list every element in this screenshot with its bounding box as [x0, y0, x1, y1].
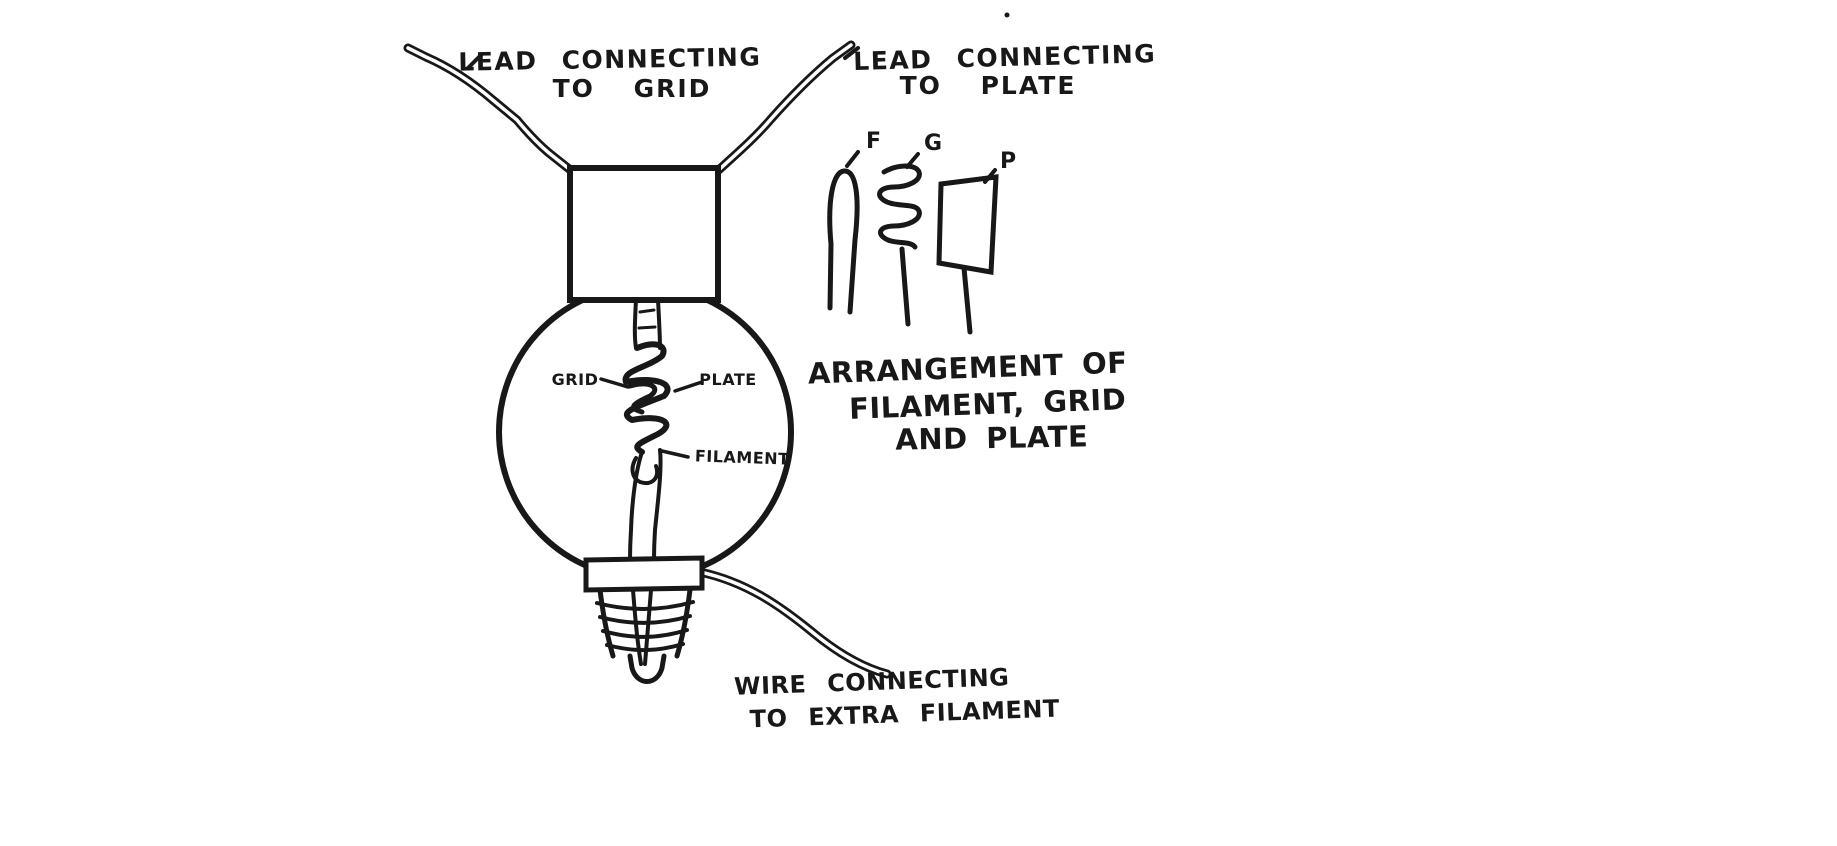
- base-outline-right: [674, 587, 693, 659]
- label-element-p: P: [1000, 149, 1016, 174]
- ink-speck: [1004, 12, 1010, 18]
- stem-lower-press: [630, 456, 659, 485]
- grid-plate-twist-inner: [627, 381, 658, 415]
- g-label-tick: [905, 152, 920, 169]
- label-element-f: F: [866, 129, 881, 154]
- label-lead-to-grid-line2: TO GRID: [553, 74, 712, 103]
- element-grid-sketch: [877, 152, 922, 327]
- label-plate: PLATE: [699, 370, 756, 389]
- lead-plate-label-tick: [843, 46, 860, 60]
- lead-to-grid-wire: [403, 43, 583, 181]
- f-label-tick: [845, 150, 860, 168]
- filament-leader-line: [660, 449, 690, 459]
- label-extra-filament-wire-line2: TO EXTRA FILAMENT: [749, 695, 1060, 734]
- bulb-cap: [567, 165, 721, 303]
- plate-leader-line: [673, 380, 704, 393]
- label-filament: FILAMENT: [695, 446, 790, 468]
- internal-stem-and-elements: [622, 297, 671, 666]
- screw-thread: [605, 642, 685, 653]
- grid-leader-line: [599, 377, 630, 389]
- screw-thread: [598, 614, 692, 625]
- base-outline-left: [597, 587, 616, 659]
- bulb-base: [583, 555, 705, 684]
- base-flange: [583, 555, 705, 593]
- label-grid: GRID: [552, 370, 599, 389]
- base-contact-tip: [627, 653, 667, 684]
- lead-grid-label-tick: [466, 53, 483, 70]
- screw-thread: [601, 628, 689, 639]
- screw-thread: [595, 600, 695, 611]
- element-filament-sketch: [827, 150, 860, 315]
- label-extra-filament-wire-line1: WIRE CONNECTING: [734, 663, 1010, 701]
- label-lead-to-grid-line1: LEAD CONNECTING: [458, 42, 761, 76]
- bulb-envelope: [496, 283, 794, 581]
- grid-plate-twist: [622, 341, 671, 455]
- p-label-tick: [983, 168, 997, 184]
- label-lead-to-plate-line2: TO PLATE: [900, 71, 1077, 100]
- stem-press-mark: [637, 325, 657, 330]
- label-arrangement-line3: AND PLATE: [895, 419, 1088, 456]
- lead-to-plate-wire: [707, 40, 860, 181]
- label-element-g: G: [924, 131, 942, 156]
- stem-press-mark: [638, 308, 656, 314]
- leader-lines: [599, 377, 704, 459]
- element-plate-sketch: [936, 168, 999, 335]
- extra-filament-wire: [695, 567, 892, 679]
